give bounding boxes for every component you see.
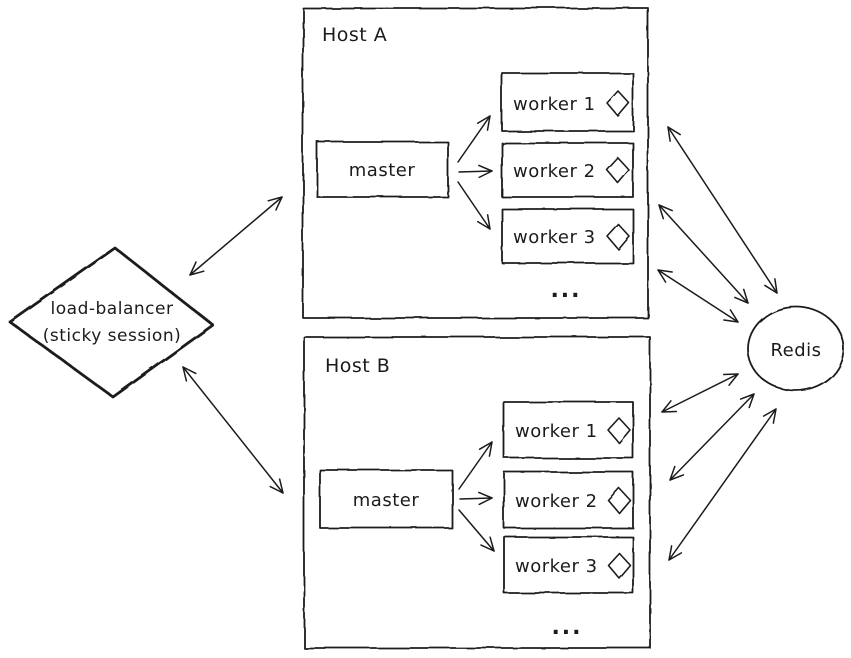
host-a-worker1-label: worker 1 [513, 94, 596, 115]
host-a-box [302, 7, 649, 319]
arrow-hostb-worker1-redis [661, 373, 739, 413]
host-a-more-workers-ellipsis: ... [550, 278, 581, 303]
load-balancer-label: load-balancer [51, 299, 174, 319]
host-b-worker1-box [503, 401, 634, 459]
host-a-worker2: worker 2 [501, 142, 634, 198]
diamond-icon [607, 487, 631, 514]
host-b-group: Host B master worker 1 worker 2 worker 3… [303, 336, 651, 649]
host-a-group: Host A master worker 1 worker 2 worker 3… [302, 7, 649, 319]
host-b-worker2-label: worker 2 [515, 491, 598, 512]
arrow-hostb-master-worker3 [458, 509, 495, 552]
arrow-hosta-master-worker1 [457, 115, 491, 163]
host-a-title: Host A [322, 24, 387, 46]
host-a-worker1-box [501, 72, 634, 132]
arrow-hostb-master-worker1 [458, 441, 493, 490]
host-a-worker3-box [501, 208, 634, 264]
host-b-worker3-box [503, 536, 634, 594]
diamond-icon [607, 417, 631, 444]
host-b-master-label: master [353, 490, 420, 511]
diamond-icon [607, 552, 631, 579]
host-a-master-box [316, 141, 449, 198]
host-a-worker1: worker 1 [501, 72, 634, 132]
host-b-worker1-label: worker 1 [515, 421, 598, 442]
diamond-icon [606, 223, 630, 250]
arrow-loadbalancer-hostb [182, 366, 284, 494]
load-balancer-sublabel: (sticky session) [43, 326, 182, 346]
host-a-worker3-label: worker 3 [513, 227, 596, 248]
redis-node: Redis [747, 306, 845, 392]
arrow-hosta-master-worker3 [457, 181, 491, 230]
arrow-hosta-worker2-redis [658, 204, 749, 304]
arrow-hosta-master-worker2 [458, 164, 493, 179]
host-b-worker2: worker 2 [503, 471, 634, 529]
host-b-worker1: worker 1 [503, 401, 634, 459]
host-b-worker3-label: worker 3 [515, 556, 598, 577]
arrow-hostb-worker2-redis [669, 393, 755, 481]
host-b-box [303, 336, 651, 649]
arrow-hostb-master-worker2 [459, 491, 493, 506]
host-a-worker2-box [501, 142, 634, 198]
diamond-icon [606, 157, 630, 184]
arrow-loadbalancer-hosta [189, 196, 283, 276]
host-b-worker3: worker 3 [503, 536, 634, 594]
host-b-title: Host B [325, 355, 390, 377]
arrow-hosta-worker3-redis [657, 269, 739, 323]
host-b-more-workers-ellipsis: ... [551, 615, 582, 640]
load-balancer-diamond [8, 246, 215, 399]
host-a-master-label: master [349, 160, 416, 181]
host-b-master-box [319, 469, 453, 529]
host-a-worker2-label: worker 2 [513, 161, 596, 182]
host-b-worker2-box [503, 471, 634, 529]
redis-label: Redis [770, 340, 821, 361]
load-balancer-node: load-balancer (sticky session) [8, 246, 215, 399]
arrow-hosta-worker1-redis [667, 126, 778, 294]
redis-circle [747, 306, 845, 392]
arrow-hostb-worker3-redis [668, 408, 777, 561]
diamond-icon [606, 90, 630, 117]
host-a-worker3: worker 3 [501, 208, 634, 264]
